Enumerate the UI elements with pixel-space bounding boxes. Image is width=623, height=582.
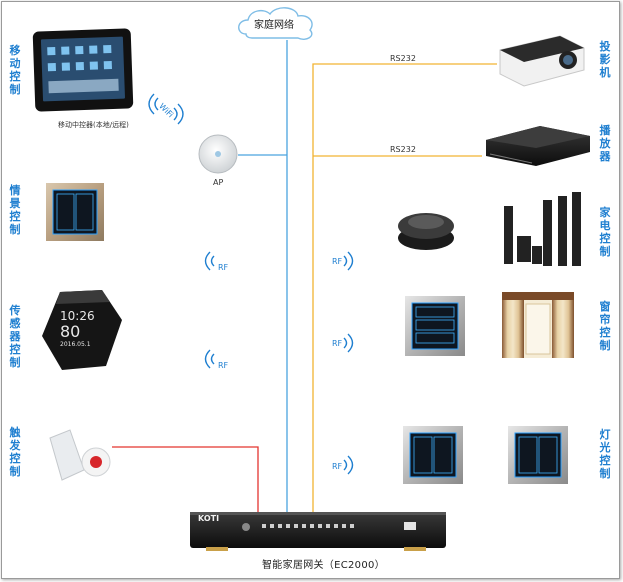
group-label-player: 播放器 [599,124,611,163]
sensor-temp: 80 [60,322,81,341]
scene-panel-icon [46,183,104,241]
rf-signal-icon [204,251,215,369]
rf-label-4: RF [332,339,343,348]
curtain-icon [502,292,574,358]
serial-lines [312,63,497,512]
group-label-curtain: 窗帘控制 [599,300,611,352]
gateway-brand: KOTI [198,514,220,523]
group-label-appliance: 家电控制 [599,206,611,258]
trigger-line [112,446,259,512]
group-label-mobile: 移动控制 [9,44,21,96]
rf-label-3: RF [332,257,343,266]
rf-label-1: RF [218,263,229,272]
projector-icon [499,35,585,87]
gateway-icon [190,512,446,551]
sensor-screen: 10:26 80 2016.05.1 [60,310,110,349]
access-point-icon [198,134,238,174]
tablet-icon [32,28,134,112]
group-label-trigger: 触发控制 [9,426,21,478]
group-label-scene: 情景控制 [9,184,21,236]
wifi-signal-icon [148,93,184,125]
rf-label-5: RF [332,462,343,471]
rf-label-2: RF [218,361,229,370]
group-label-light: 灯光控制 [599,428,611,480]
curtain-panel-icon [405,296,465,356]
group-label-projector: 投影机 [599,40,611,79]
rs232-label-player: RS232 [390,145,416,154]
sensor-date: 2016.05.1 [60,341,91,348]
ap-label: AP [213,178,224,187]
gateway-label: 智能家居网关（EC2000） [262,560,385,571]
home-theater-icon [504,192,581,266]
rf-signal-icon-right [343,251,354,475]
network-lines [238,40,288,512]
light-panel-icon [403,426,463,484]
home-network-cloud [238,7,313,40]
ir-hub-icon [398,213,454,250]
trigger-button-icon [49,429,111,481]
group-label-sensor: 传感器控制 [9,304,21,369]
sensor-time: 10:26 [60,309,95,323]
tablet-caption: 移动中控器(本地/远程) [58,121,129,129]
sensor-icon [42,290,122,370]
light-panel-icon-2 [508,426,568,484]
rs232-label-projector: RS232 [390,54,416,63]
player-icon [486,126,590,166]
network-label: 家庭网络 [254,20,294,31]
